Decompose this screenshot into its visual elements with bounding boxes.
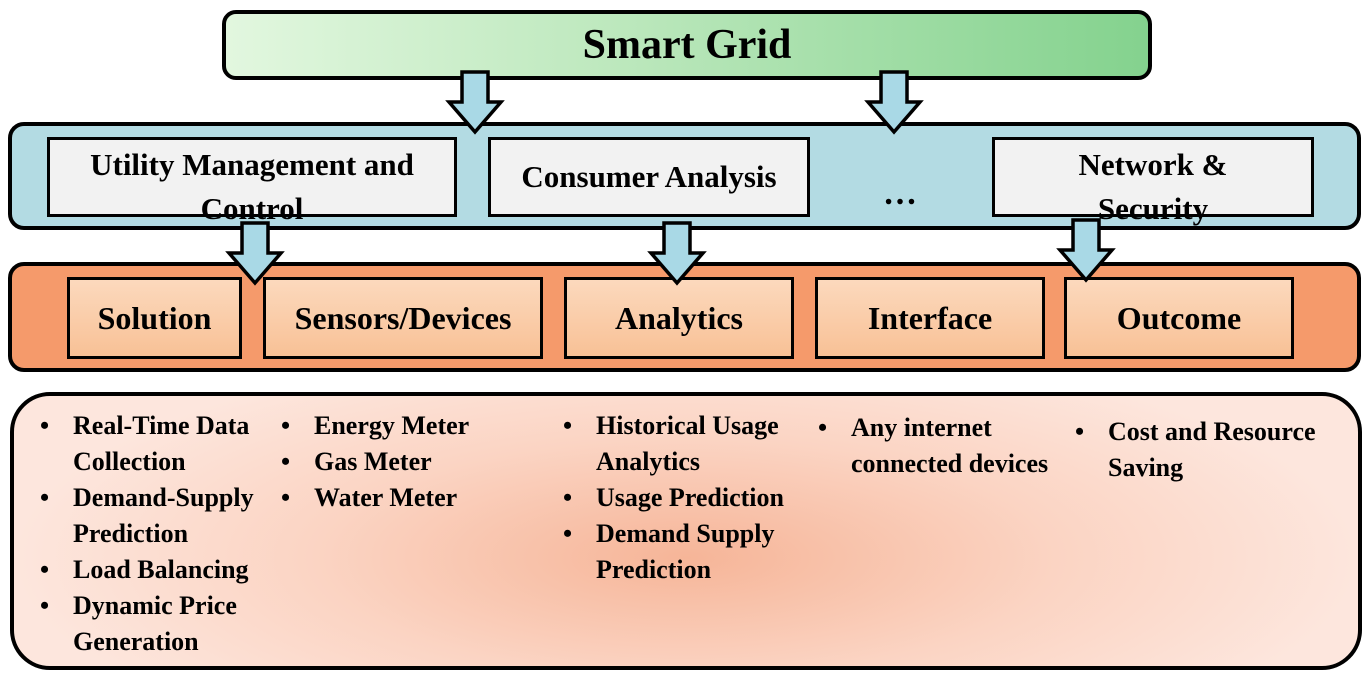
down-arrow-icon xyxy=(445,70,505,135)
list-item: Any internet connected devices xyxy=(818,410,1068,482)
list-item: Demand Supply Prediction xyxy=(563,516,823,588)
list-item: Demand-Supply Prediction xyxy=(40,480,280,552)
down-arrow-icon xyxy=(647,221,707,286)
list-item: Dynamic Price Generation xyxy=(40,588,280,660)
category-label: Network & Security xyxy=(1078,147,1228,226)
title-text: Smart Grid xyxy=(582,22,792,68)
list-item: Historical Usage Analytics xyxy=(563,408,823,480)
smart-grid-title: Smart Grid xyxy=(222,10,1152,80)
category-network-security: Network & Security xyxy=(992,137,1314,226)
interface-details-list: Any internet connected devices xyxy=(818,410,1068,482)
layer-solution: Solution xyxy=(67,277,242,359)
category-utility-management: Utility Management and Control xyxy=(47,137,457,226)
solution-details-list: Real-Time Data Collection Demand-Supply … xyxy=(40,408,280,660)
sensors-details-list: Energy Meter Gas Meter Water Meter xyxy=(281,408,521,516)
list-item: Gas Meter xyxy=(281,444,521,480)
down-arrow-icon xyxy=(225,221,285,286)
more-categories-ellipsis: … xyxy=(883,175,917,212)
list-item: Real-Time Data Collection xyxy=(40,408,280,480)
down-arrow-icon xyxy=(864,70,924,135)
outcome-details-list: Cost and Resource Saving xyxy=(1075,414,1345,486)
list-item: Usage Prediction xyxy=(563,480,823,516)
layer-label: Outcome xyxy=(1116,299,1242,336)
layer-interface: Interface xyxy=(815,277,1045,359)
list-item: Cost and Resource Saving xyxy=(1075,414,1345,486)
category-label: Consumer Analysis xyxy=(521,159,777,194)
layer-label: Solution xyxy=(97,299,212,336)
list-item: Energy Meter xyxy=(281,408,521,444)
category-label: Utility Management and Control xyxy=(90,147,414,226)
layer-sensors-devices: Sensors/Devices xyxy=(263,277,543,359)
list-item: Load Balancing xyxy=(40,552,280,588)
layer-label: Interface xyxy=(867,299,993,336)
list-item: Water Meter xyxy=(281,480,521,516)
layer-label: Analytics xyxy=(615,299,743,336)
analytics-details-list: Historical Usage Analytics Usage Predict… xyxy=(563,408,823,588)
down-arrow-icon xyxy=(1056,218,1116,283)
layer-outcome: Outcome xyxy=(1064,277,1294,359)
layer-analytics: Analytics xyxy=(564,277,794,359)
layer-label: Sensors/Devices xyxy=(294,299,512,336)
category-consumer-analysis: Consumer Analysis xyxy=(488,137,810,217)
